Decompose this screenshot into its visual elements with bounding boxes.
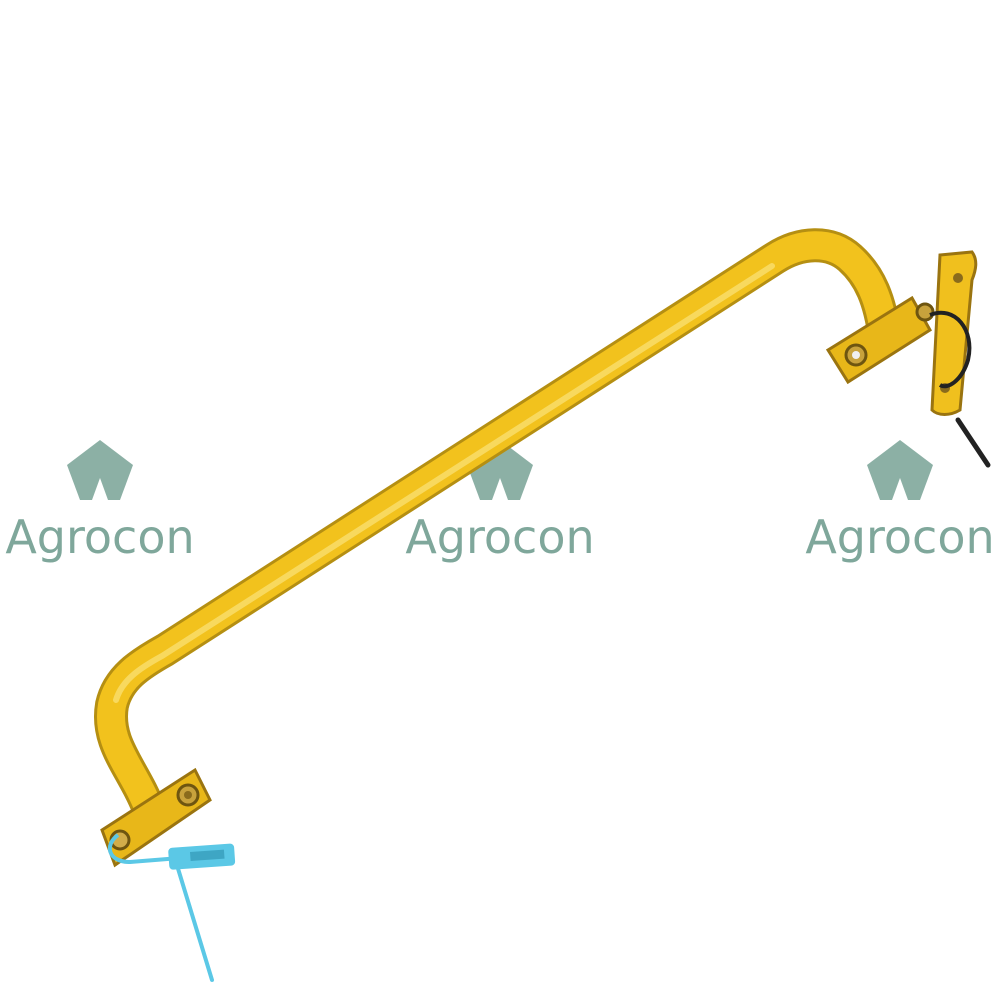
watermark-text: Agrocon xyxy=(405,510,594,564)
watermark-right: Agrocon xyxy=(805,440,995,564)
handrail xyxy=(94,228,902,829)
pentagon-logo-icon xyxy=(867,440,933,500)
watermark-text: Agrocon xyxy=(805,510,994,564)
watermark-text: Agrocon xyxy=(5,510,194,564)
blue-tag xyxy=(107,833,236,982)
watermark-left: Agrocon xyxy=(5,440,195,564)
pentagon-logo-icon xyxy=(67,440,133,500)
cable-tie xyxy=(929,310,991,468)
